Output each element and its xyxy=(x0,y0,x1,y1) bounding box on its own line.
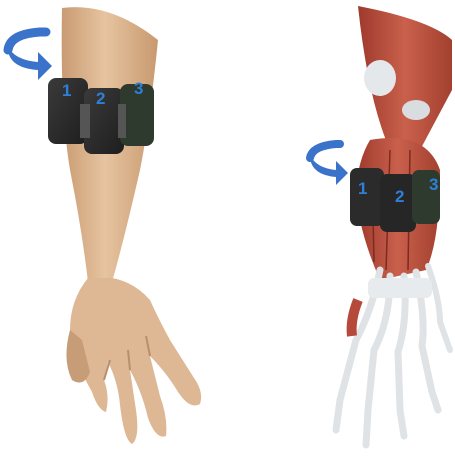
curved-rotation-arrow-icon xyxy=(310,144,348,185)
sensor-label-2: 2 xyxy=(395,187,404,206)
sensor-label-1: 1 xyxy=(62,81,71,100)
sensor-label-2: 2 xyxy=(96,89,105,108)
skin-forearm-svg: 1 2 3 xyxy=(0,0,240,460)
armband: 1 2 3 xyxy=(48,78,154,154)
hand xyxy=(70,278,201,444)
anatomical-forearm-illustration: 1 2 3 xyxy=(240,0,455,460)
curved-rotation-arrow-icon xyxy=(8,32,52,80)
armband: 1 2 3 xyxy=(350,168,440,232)
sensor-label-3: 3 xyxy=(134,79,143,98)
sensor-label-1: 1 xyxy=(358,179,367,198)
skin-forearm-illustration: 1 2 3 xyxy=(0,0,240,460)
sensor-label-3: 3 xyxy=(429,175,438,194)
anatomical-forearm-svg: 1 2 3 xyxy=(240,0,455,460)
